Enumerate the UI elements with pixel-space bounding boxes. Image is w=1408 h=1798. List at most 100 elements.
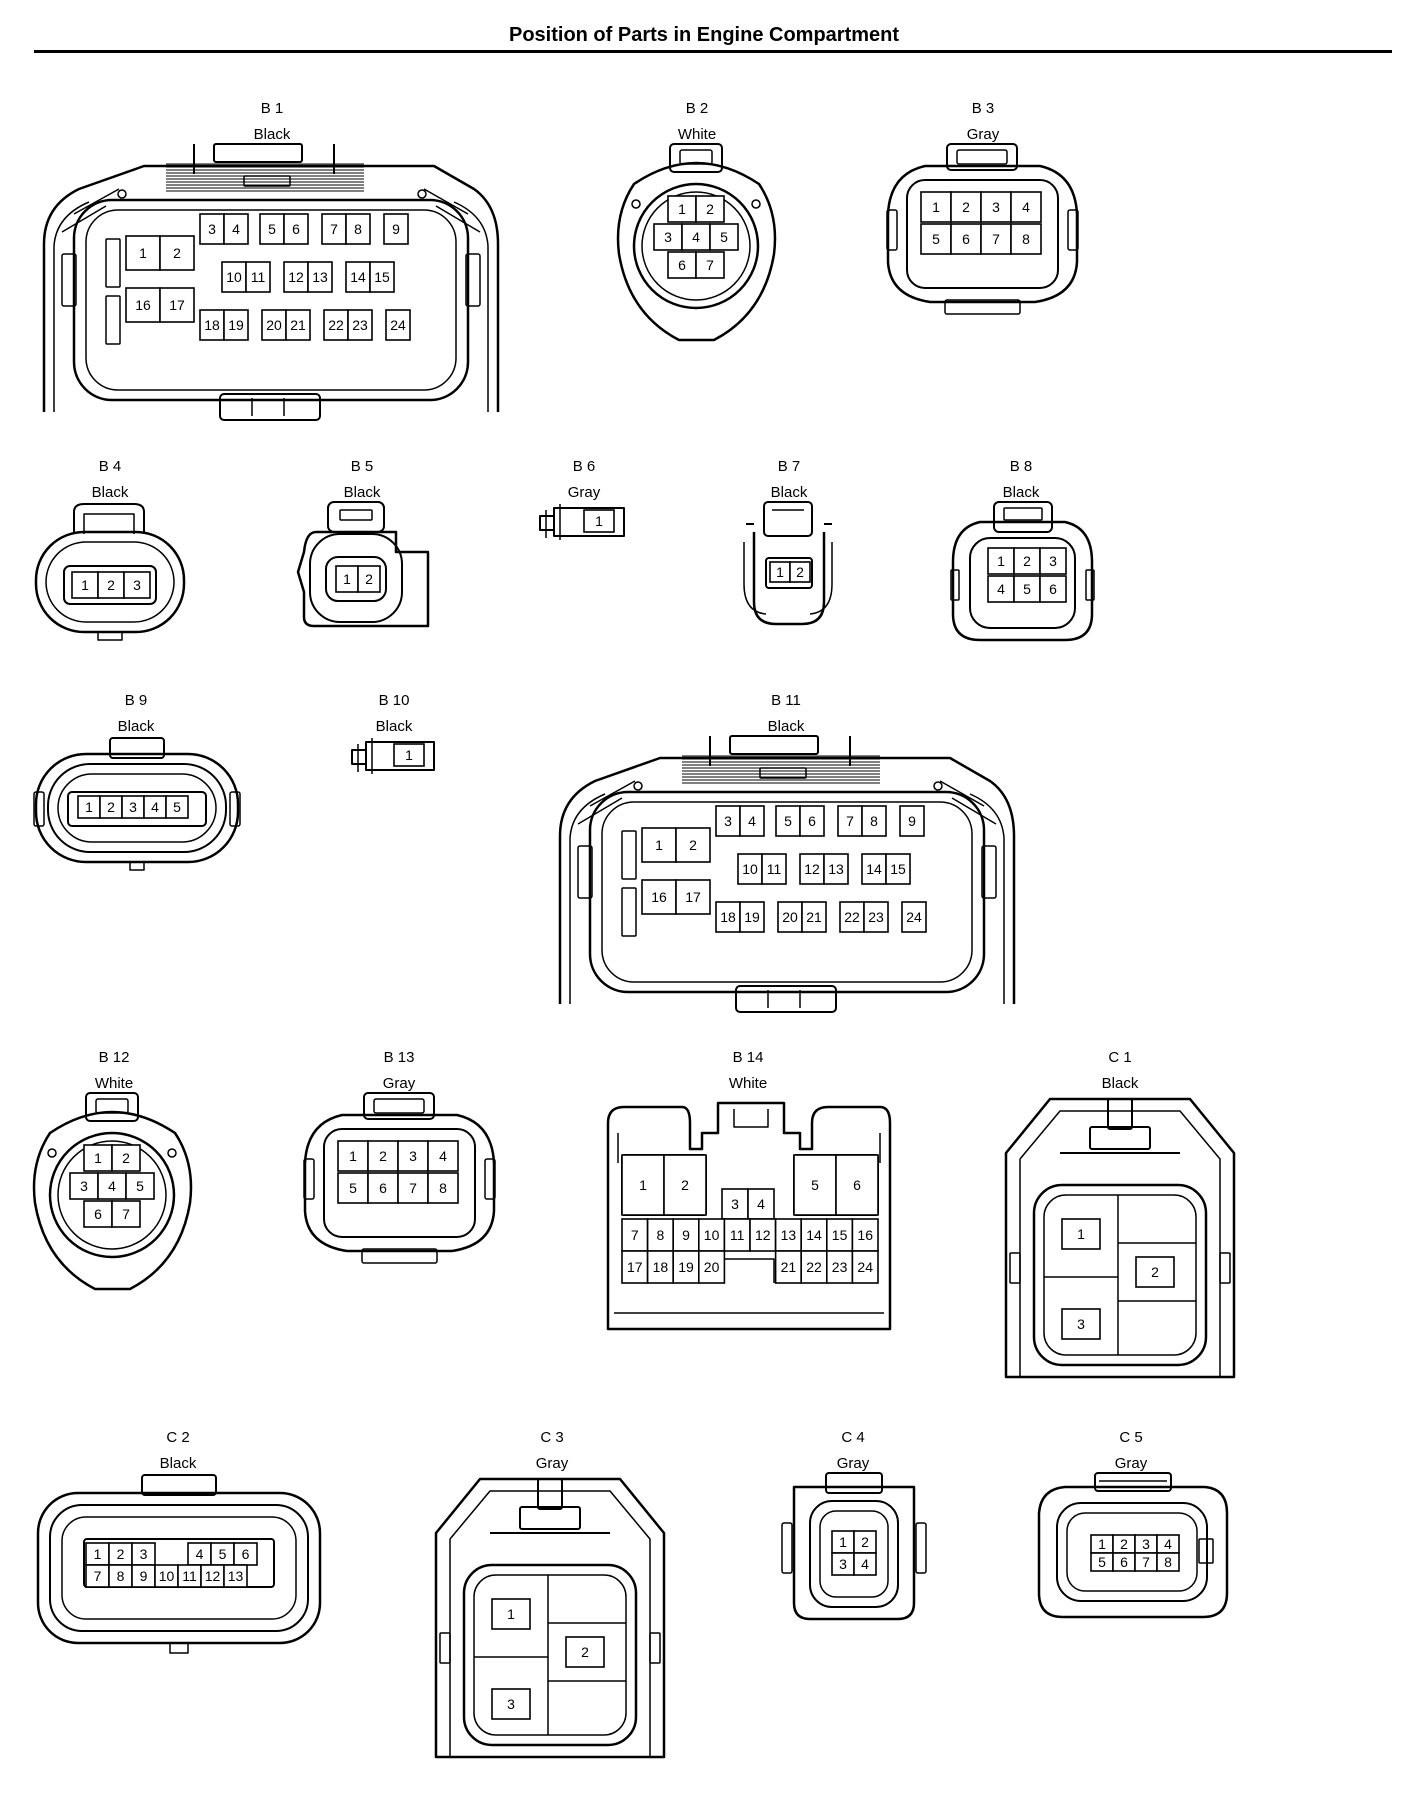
pin-cavity xyxy=(980,191,1012,223)
pin-number: 2 xyxy=(962,199,970,215)
pin-cavity xyxy=(583,509,615,533)
pin-cavity xyxy=(357,565,381,593)
pin-cavity xyxy=(111,1200,141,1228)
connector-id: B 10 xyxy=(378,692,410,709)
pin-cavity xyxy=(863,901,889,933)
pin-number: 4 xyxy=(997,581,1005,597)
pin-cavity xyxy=(347,309,373,341)
connector-id: B 9 xyxy=(124,692,148,709)
pin-cavity xyxy=(672,1250,700,1284)
pin-number: 2 xyxy=(1120,1536,1128,1552)
pin-number: 6 xyxy=(962,231,970,247)
pin-number: 8 xyxy=(870,813,878,829)
pin-number: 6 xyxy=(379,1180,387,1196)
pin-number: 6 xyxy=(292,221,300,237)
pin-number: 23 xyxy=(868,909,884,925)
pin-cavity xyxy=(667,195,697,223)
pin-number: 4 xyxy=(108,1178,116,1194)
pin-number: 3 xyxy=(409,1148,417,1164)
pin-cavity xyxy=(321,213,347,245)
connector-color: Black xyxy=(91,484,129,501)
pin-cavity xyxy=(565,1636,605,1668)
pin-number: 1 xyxy=(639,1177,647,1193)
pin-number: 5 xyxy=(1098,1554,1106,1570)
pin-number: 3 xyxy=(208,221,216,237)
pin-number: 1 xyxy=(932,199,940,215)
pin-number: 1 xyxy=(839,1534,847,1550)
connector-id: C 4 xyxy=(841,1429,865,1446)
connector-c1-drawing: 123 xyxy=(1004,1097,1236,1379)
pin-number: 13 xyxy=(228,1568,244,1584)
pin-number: 4 xyxy=(151,799,159,815)
pin-number: 1 xyxy=(343,571,351,587)
pin-number: 17 xyxy=(169,297,185,313)
pin-cavity xyxy=(774,1250,803,1284)
connector-shroud xyxy=(1056,1502,1208,1602)
pin-cavity xyxy=(853,1552,877,1576)
pin-number: 4 xyxy=(757,1196,765,1212)
pin-number: 7 xyxy=(1142,1554,1150,1570)
pin-cavity xyxy=(383,213,409,245)
connector-id: B 6 xyxy=(572,458,596,475)
pin-number: 12 xyxy=(755,1227,771,1243)
pin-cavity xyxy=(307,261,333,293)
connector-color: Black xyxy=(1101,1075,1139,1092)
pin-number: 5 xyxy=(784,813,792,829)
pin-cavity xyxy=(800,1250,828,1284)
pin-number: 7 xyxy=(631,1227,639,1243)
pin-number: 13 xyxy=(781,1227,797,1243)
pin-number: 1 xyxy=(405,747,413,763)
pin-number: 6 xyxy=(853,1177,861,1193)
connector-color: Black xyxy=(343,484,381,501)
pin-cavity xyxy=(491,1688,531,1720)
pin-number: 21 xyxy=(781,1259,797,1275)
pin-number: 8 xyxy=(657,1227,665,1243)
pin-cavity xyxy=(71,571,99,599)
pin-cavity xyxy=(1061,1308,1101,1340)
pin-number: 20 xyxy=(704,1259,720,1275)
pin-cavity xyxy=(861,853,887,885)
connector-color: Gray xyxy=(535,1455,569,1472)
pin-number: 2 xyxy=(796,564,804,580)
connector-color: Black xyxy=(117,718,155,735)
connector-id: C 5 xyxy=(1119,1429,1143,1446)
pin-number: 12 xyxy=(804,861,820,877)
pin-number: 3 xyxy=(839,1556,847,1572)
pin-cavity xyxy=(159,235,195,271)
pin-cavity xyxy=(698,1218,726,1252)
pin-number: 3 xyxy=(80,1178,88,1194)
title-rule xyxy=(34,50,1392,53)
pin-cavity xyxy=(901,901,927,933)
pin-number: 7 xyxy=(122,1206,130,1222)
pin-number: 1 xyxy=(776,564,784,580)
pin-cavity xyxy=(245,261,271,293)
connector-body xyxy=(36,1491,322,1645)
connector-id: B 2 xyxy=(685,100,709,117)
pin-cavity xyxy=(337,1172,369,1204)
pin-number: 8 xyxy=(1022,231,1030,247)
pin-cavity xyxy=(159,287,195,323)
pin-cavity xyxy=(369,261,395,293)
pin-number: 3 xyxy=(1077,1316,1085,1332)
pin-cavity xyxy=(111,1144,141,1172)
pin-cavity xyxy=(165,795,189,819)
pin-number: 16 xyxy=(857,1227,873,1243)
pin-cavity xyxy=(646,1250,674,1284)
pin-cavity xyxy=(427,1172,459,1204)
pin-cavity xyxy=(837,805,863,837)
pin-number: 5 xyxy=(136,1178,144,1194)
pin-cavity xyxy=(861,805,887,837)
pin-number: 5 xyxy=(1023,581,1031,597)
pin-number: 2 xyxy=(706,201,714,217)
